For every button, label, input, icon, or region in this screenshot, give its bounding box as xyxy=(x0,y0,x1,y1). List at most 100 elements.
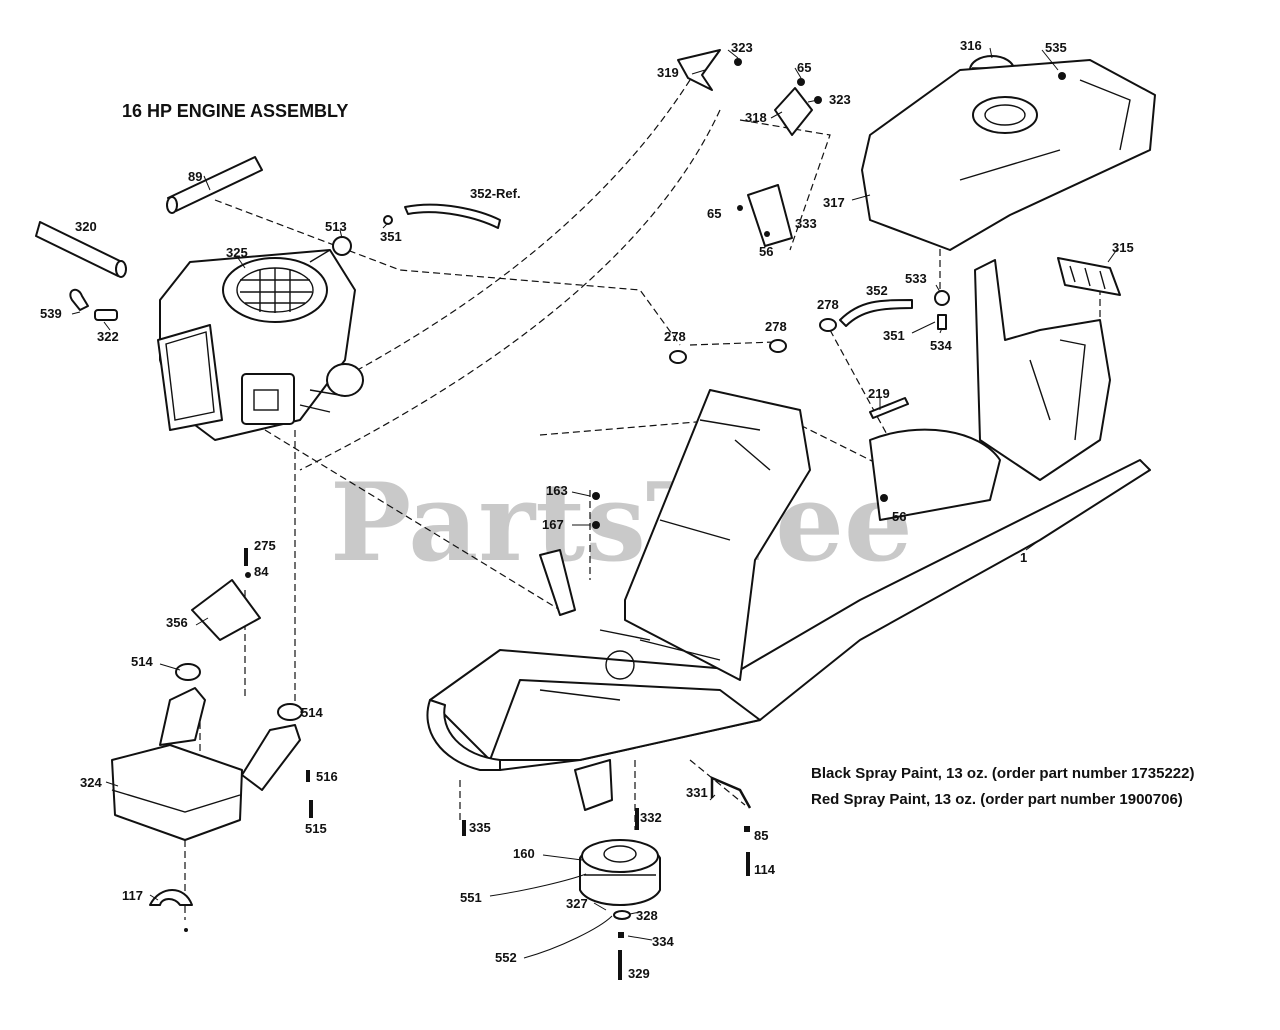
callout-278b: 278 xyxy=(765,319,787,334)
bracket-333 xyxy=(747,184,793,247)
callout-329: 329 xyxy=(628,966,650,981)
callout-65a: 65 xyxy=(797,60,811,75)
callout-117: 117 xyxy=(122,888,143,903)
callout-167: 167 xyxy=(542,517,564,532)
callout-333: 333 xyxy=(795,216,817,231)
fuel-line-352 xyxy=(839,299,913,327)
callout-515: 515 xyxy=(305,821,327,836)
callout-552: 552 xyxy=(495,950,517,965)
engine-325 xyxy=(157,249,364,441)
callout-513: 513 xyxy=(325,219,347,234)
callout-85: 85 xyxy=(754,828,768,843)
callout-labels: 323 319 65 323 318 316 535 89 352-Ref. 6… xyxy=(40,38,1134,981)
tube-320 xyxy=(35,221,127,278)
callout-323b: 323 xyxy=(829,92,851,107)
clamp-117 xyxy=(149,889,193,906)
rod-219 xyxy=(869,397,909,419)
callout-551: 551 xyxy=(460,890,482,905)
callout-327: 327 xyxy=(566,896,588,911)
callout-352: 352 xyxy=(866,283,888,298)
nut-516 xyxy=(306,770,310,782)
fitting-322 xyxy=(94,309,118,321)
callout-219: 219 xyxy=(868,386,890,401)
clamp-351a xyxy=(383,215,393,225)
callout-351a: 351 xyxy=(380,229,402,244)
watermark: PartsTree xyxy=(330,460,913,586)
note-red-paint: Red Spray Paint, 13 oz. (order part numb… xyxy=(811,791,1183,808)
bolt-275 xyxy=(244,548,248,566)
callout-535: 535 xyxy=(1045,40,1067,55)
grommet-278a xyxy=(669,350,687,364)
callout-278c: 278 xyxy=(817,297,839,312)
grommet-278b xyxy=(769,339,787,353)
washer-328 xyxy=(613,910,631,920)
bracket-319 xyxy=(677,49,721,91)
bolt-335 xyxy=(462,820,466,836)
bracket-331 xyxy=(710,776,752,809)
callout-1: 1 xyxy=(1020,550,1027,565)
callout-56b: 56 xyxy=(892,509,906,524)
callout-325: 325 xyxy=(226,245,248,260)
callout-84: 84 xyxy=(254,564,269,579)
tractor-frame-1 xyxy=(426,259,1151,811)
heat-shield-356 xyxy=(191,579,261,641)
callout-114: 114 xyxy=(754,862,776,877)
callout-516: 516 xyxy=(316,769,338,784)
callout-89: 89 xyxy=(188,169,202,184)
callout-514b: 514 xyxy=(301,705,323,720)
fitting-534 xyxy=(937,314,947,330)
fuel-tank-317 xyxy=(861,59,1156,251)
callout-315: 315 xyxy=(1112,240,1134,255)
callout-335: 335 xyxy=(469,820,491,835)
fitting-539 xyxy=(69,288,89,311)
callout-316: 316 xyxy=(960,38,982,53)
bolt-332 xyxy=(635,808,639,830)
callout-56a: 56 xyxy=(759,244,773,259)
callout-533: 533 xyxy=(905,271,927,286)
hardware-dots xyxy=(184,58,888,932)
callout-514a: 514 xyxy=(131,654,153,669)
callout-334: 334 xyxy=(652,934,674,949)
bolt-329 xyxy=(618,950,622,980)
bolt-515 xyxy=(309,800,313,818)
callout-319: 319 xyxy=(657,65,679,80)
callout-324: 324 xyxy=(80,775,102,790)
callout-351b: 351 xyxy=(883,328,905,343)
note-black-paint: Black Spray Paint, 13 oz. (order part nu… xyxy=(811,765,1194,782)
washer-334 xyxy=(618,932,624,938)
callout-160: 160 xyxy=(513,846,535,861)
muffler-324 xyxy=(111,687,301,841)
grommet-278c xyxy=(819,318,837,332)
bracket-318 xyxy=(774,87,813,136)
washer-85 xyxy=(744,826,750,832)
callout-65b: 65 xyxy=(707,206,721,221)
frame-bracket xyxy=(539,549,576,616)
callout-534: 534 xyxy=(930,338,952,353)
clutch-327 xyxy=(579,839,661,906)
grommet-533 xyxy=(934,290,950,306)
callout-352-ref: 352-Ref. xyxy=(470,186,521,201)
callout-328: 328 xyxy=(636,908,658,923)
callout-278a: 278 xyxy=(664,329,686,344)
callout-322: 322 xyxy=(97,329,119,344)
callout-323a: 323 xyxy=(731,40,753,55)
callout-320: 320 xyxy=(75,219,97,234)
vent-315 xyxy=(1057,257,1121,296)
callout-275: 275 xyxy=(254,538,276,553)
callout-332: 332 xyxy=(640,810,662,825)
gasket-514a xyxy=(175,663,201,681)
bolt-114 xyxy=(746,852,750,876)
callout-163: 163 xyxy=(546,483,568,498)
callout-356: 356 xyxy=(166,615,188,630)
leader-lines xyxy=(71,47,1119,959)
diagram-title: 16 HP ENGINE ASSEMBLY xyxy=(122,101,348,121)
callout-318: 318 xyxy=(745,110,767,125)
fuel-line-352-ref xyxy=(404,203,501,229)
assembly-dashed-lines xyxy=(184,79,1101,920)
callout-317: 317 xyxy=(823,195,845,210)
tube-89 xyxy=(166,156,263,214)
gasket-514b xyxy=(277,703,303,721)
callout-331: 331 xyxy=(686,785,708,800)
